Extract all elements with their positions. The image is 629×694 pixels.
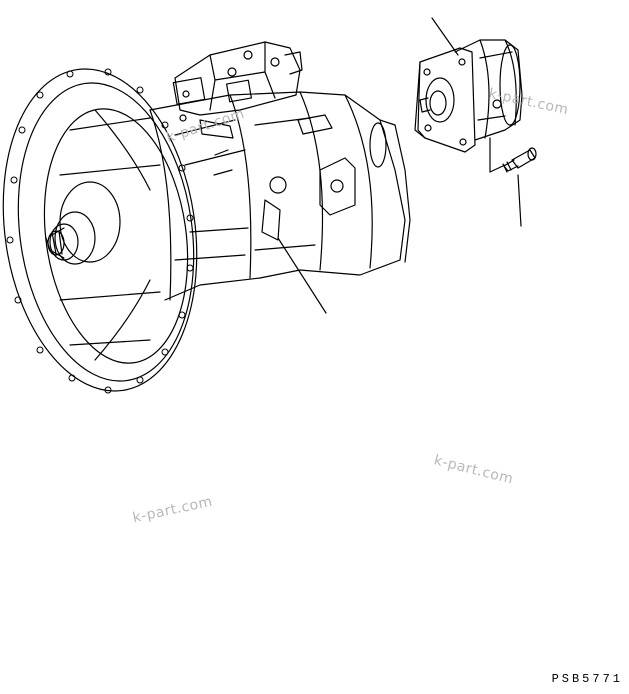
leader-line-bolt bbox=[517, 174, 522, 227]
leader-line-main-pump bbox=[277, 237, 327, 314]
mounting-bolt bbox=[502, 147, 537, 173]
pump-flange bbox=[2, 68, 198, 394]
pump-body bbox=[149, 91, 411, 301]
gear-pump bbox=[414, 39, 523, 153]
leader-line-bolt-pair bbox=[489, 137, 506, 173]
control-valve bbox=[172, 41, 303, 139]
drawing-code: PSB5771 bbox=[551, 672, 623, 686]
input-shaft bbox=[45, 181, 121, 265]
leader-line-gear-pump bbox=[431, 17, 459, 56]
